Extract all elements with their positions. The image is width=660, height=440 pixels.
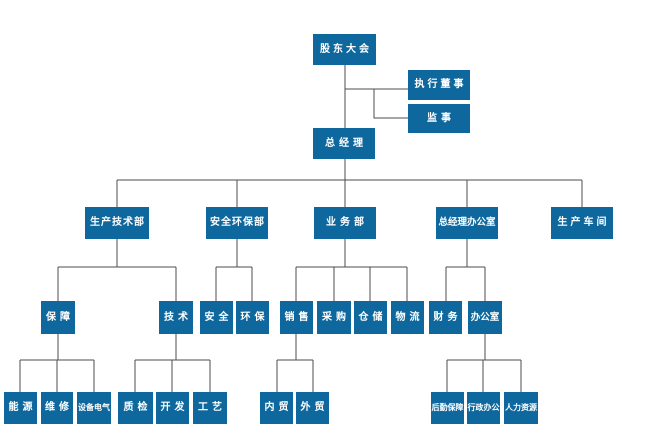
org-node-general-manager: 总经理 bbox=[313, 128, 375, 159]
org-node-logistics-support: 后勤保障 bbox=[431, 392, 464, 424]
org-node-production-tech-dept: 生产技术部 bbox=[85, 207, 149, 239]
org-node-human-resources: 人力资源 bbox=[504, 392, 538, 424]
org-node-logistics: 物流 bbox=[391, 301, 424, 334]
org-node-development: 开发 bbox=[156, 392, 189, 424]
org-node-technology: 技术 bbox=[159, 301, 193, 334]
org-node-office: 办公室 bbox=[468, 301, 502, 334]
org-node-finance: 财务 bbox=[429, 301, 462, 334]
org-node-support: 保障 bbox=[41, 301, 75, 334]
org-node-supervisor: 监事 bbox=[408, 104, 470, 133]
org-node-sales: 销售 bbox=[280, 301, 313, 334]
org-node-shareholders: 股东大会 bbox=[313, 34, 376, 65]
org-node-domestic-trade: 内贸 bbox=[260, 392, 293, 424]
org-node-gm-office: 总经理办公室 bbox=[436, 207, 498, 239]
org-node-foreign-trade: 外贸 bbox=[296, 392, 329, 424]
org-node-process: 工艺 bbox=[193, 392, 227, 424]
org-node-exec-director: 执行董事 bbox=[408, 70, 470, 100]
org-node-production-workshop: 生产车间 bbox=[551, 207, 613, 239]
org-node-business-dept: 业务部 bbox=[314, 207, 376, 239]
org-node-equipment-electrical: 设备电气 bbox=[77, 392, 111, 424]
org-node-purchasing: 采购 bbox=[317, 301, 351, 334]
org-node-environment: 环保 bbox=[236, 301, 269, 334]
org-node-admin-office: 行政办公 bbox=[467, 392, 500, 424]
org-node-quality-inspection: 质检 bbox=[118, 392, 153, 424]
org-node-warehouse: 仓储 bbox=[354, 301, 387, 334]
org-node-safety-env-dept: 安全环保部 bbox=[206, 207, 268, 239]
org-node-safety: 安全 bbox=[200, 301, 233, 334]
org-node-energy: 能源 bbox=[4, 392, 37, 424]
org-node-maintenance: 维修 bbox=[41, 392, 73, 424]
